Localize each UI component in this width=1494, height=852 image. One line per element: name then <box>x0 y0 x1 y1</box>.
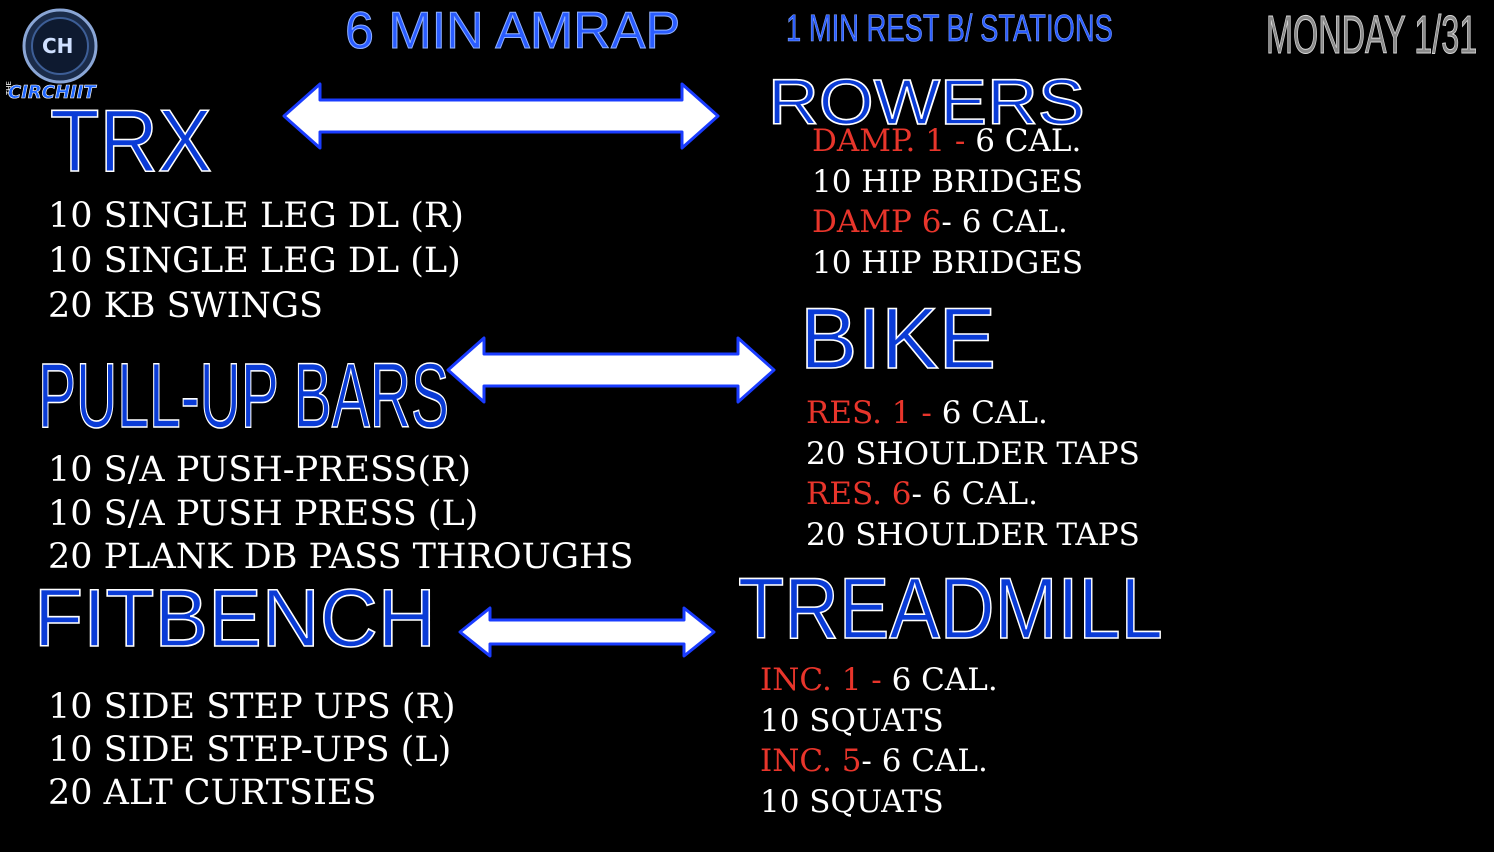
exercise-line: 10 SINGLE LEG DL (R) <box>48 196 464 236</box>
exercise-list-treadmill: INC. 1 - 6 CAL. 10 SQUATS INC. 5- 6 CAL.… <box>760 660 998 822</box>
double-arrow-icon <box>282 82 720 150</box>
exercise-line: 20 SHOULDER TAPS <box>806 516 1140 553</box>
exercise-line: 10 SQUATS <box>760 783 944 820</box>
station-title-fitbench: FITBENCH <box>33 573 436 664</box>
exercise-line: 10 HIP BRIDGES <box>812 163 1084 200</box>
exercise-list-bike: RES. 1 - 6 CAL. 20 SHOULDER TAPS RES. 6-… <box>806 393 1140 555</box>
exercise-line: 10 SQUATS <box>760 702 944 739</box>
double-arrow-icon <box>458 606 716 658</box>
exercise-line: 10 HIP BRIDGES <box>812 244 1084 281</box>
exercise-line: RES. 1 - 6 CAL. <box>806 395 1048 431</box>
header-rest: 1 MIN REST B/ STATIONS <box>786 8 1113 50</box>
logo: CH THE CIRCHIIT <box>5 8 120 108</box>
station-title-bike: BIKE <box>799 291 997 387</box>
exercise-list-pullup: 10 S/A PUSH-PRESS(R) 10 S/A PUSH PRESS (… <box>48 449 633 580</box>
logo-badge-icon <box>22 8 98 84</box>
station-title-trx: TRX <box>49 91 212 190</box>
exercise-line: 20 ALT CURTSIES <box>48 773 377 813</box>
double-arrow-icon <box>446 336 776 404</box>
header-date: MONDAY 1/31 <box>1266 5 1478 66</box>
exercise-line: 20 PLANK DB PASS THROUGHS <box>48 537 634 577</box>
logo-monogram: CH <box>42 34 74 58</box>
exercise-line: 10 SIDE STEP UPS (R) <box>48 687 456 727</box>
exercise-list-rowers: DAMP. 1 - 6 CAL. 10 HIP BRIDGES DAMP 6- … <box>812 121 1083 283</box>
exercise-line: DAMP. 1 - 6 CAL. <box>812 123 1082 159</box>
exercise-line: 10 SIDE STEP-UPS (L) <box>48 730 452 770</box>
exercise-line: INC. 1 - 6 CAL. <box>760 662 998 698</box>
exercise-line: INC. 5- 6 CAL. <box>760 743 988 779</box>
exercise-line: 20 KB SWINGS <box>48 286 323 326</box>
station-title-treadmill: TREADMILL <box>737 561 1163 657</box>
exercise-list-fitbench: 10 SIDE STEP UPS (R) 10 SIDE STEP-UPS (L… <box>48 686 456 815</box>
exercise-line: 20 SHOULDER TAPS <box>806 435 1140 472</box>
exercise-line: 10 S/A PUSH-PRESS(R) <box>48 450 472 490</box>
exercise-line: 10 SINGLE LEG DL (L) <box>48 241 461 281</box>
station-title-rowers: ROWERS <box>767 66 1086 138</box>
exercise-line: DAMP 6- 6 CAL. <box>812 204 1068 240</box>
station-title-pullup: PULL-UP BARS <box>38 345 450 447</box>
header-main: 6 MIN AMRAP <box>344 2 681 60</box>
exercise-line: 10 S/A PUSH PRESS (L) <box>48 493 479 534</box>
exercise-list-trx: 10 SINGLE LEG DL (R) 10 SINGLE LEG DL (L… <box>48 194 464 329</box>
exercise-line: RES. 6- 6 CAL. <box>806 476 1038 512</box>
logo-brand: CIRCHIIT <box>8 82 96 104</box>
